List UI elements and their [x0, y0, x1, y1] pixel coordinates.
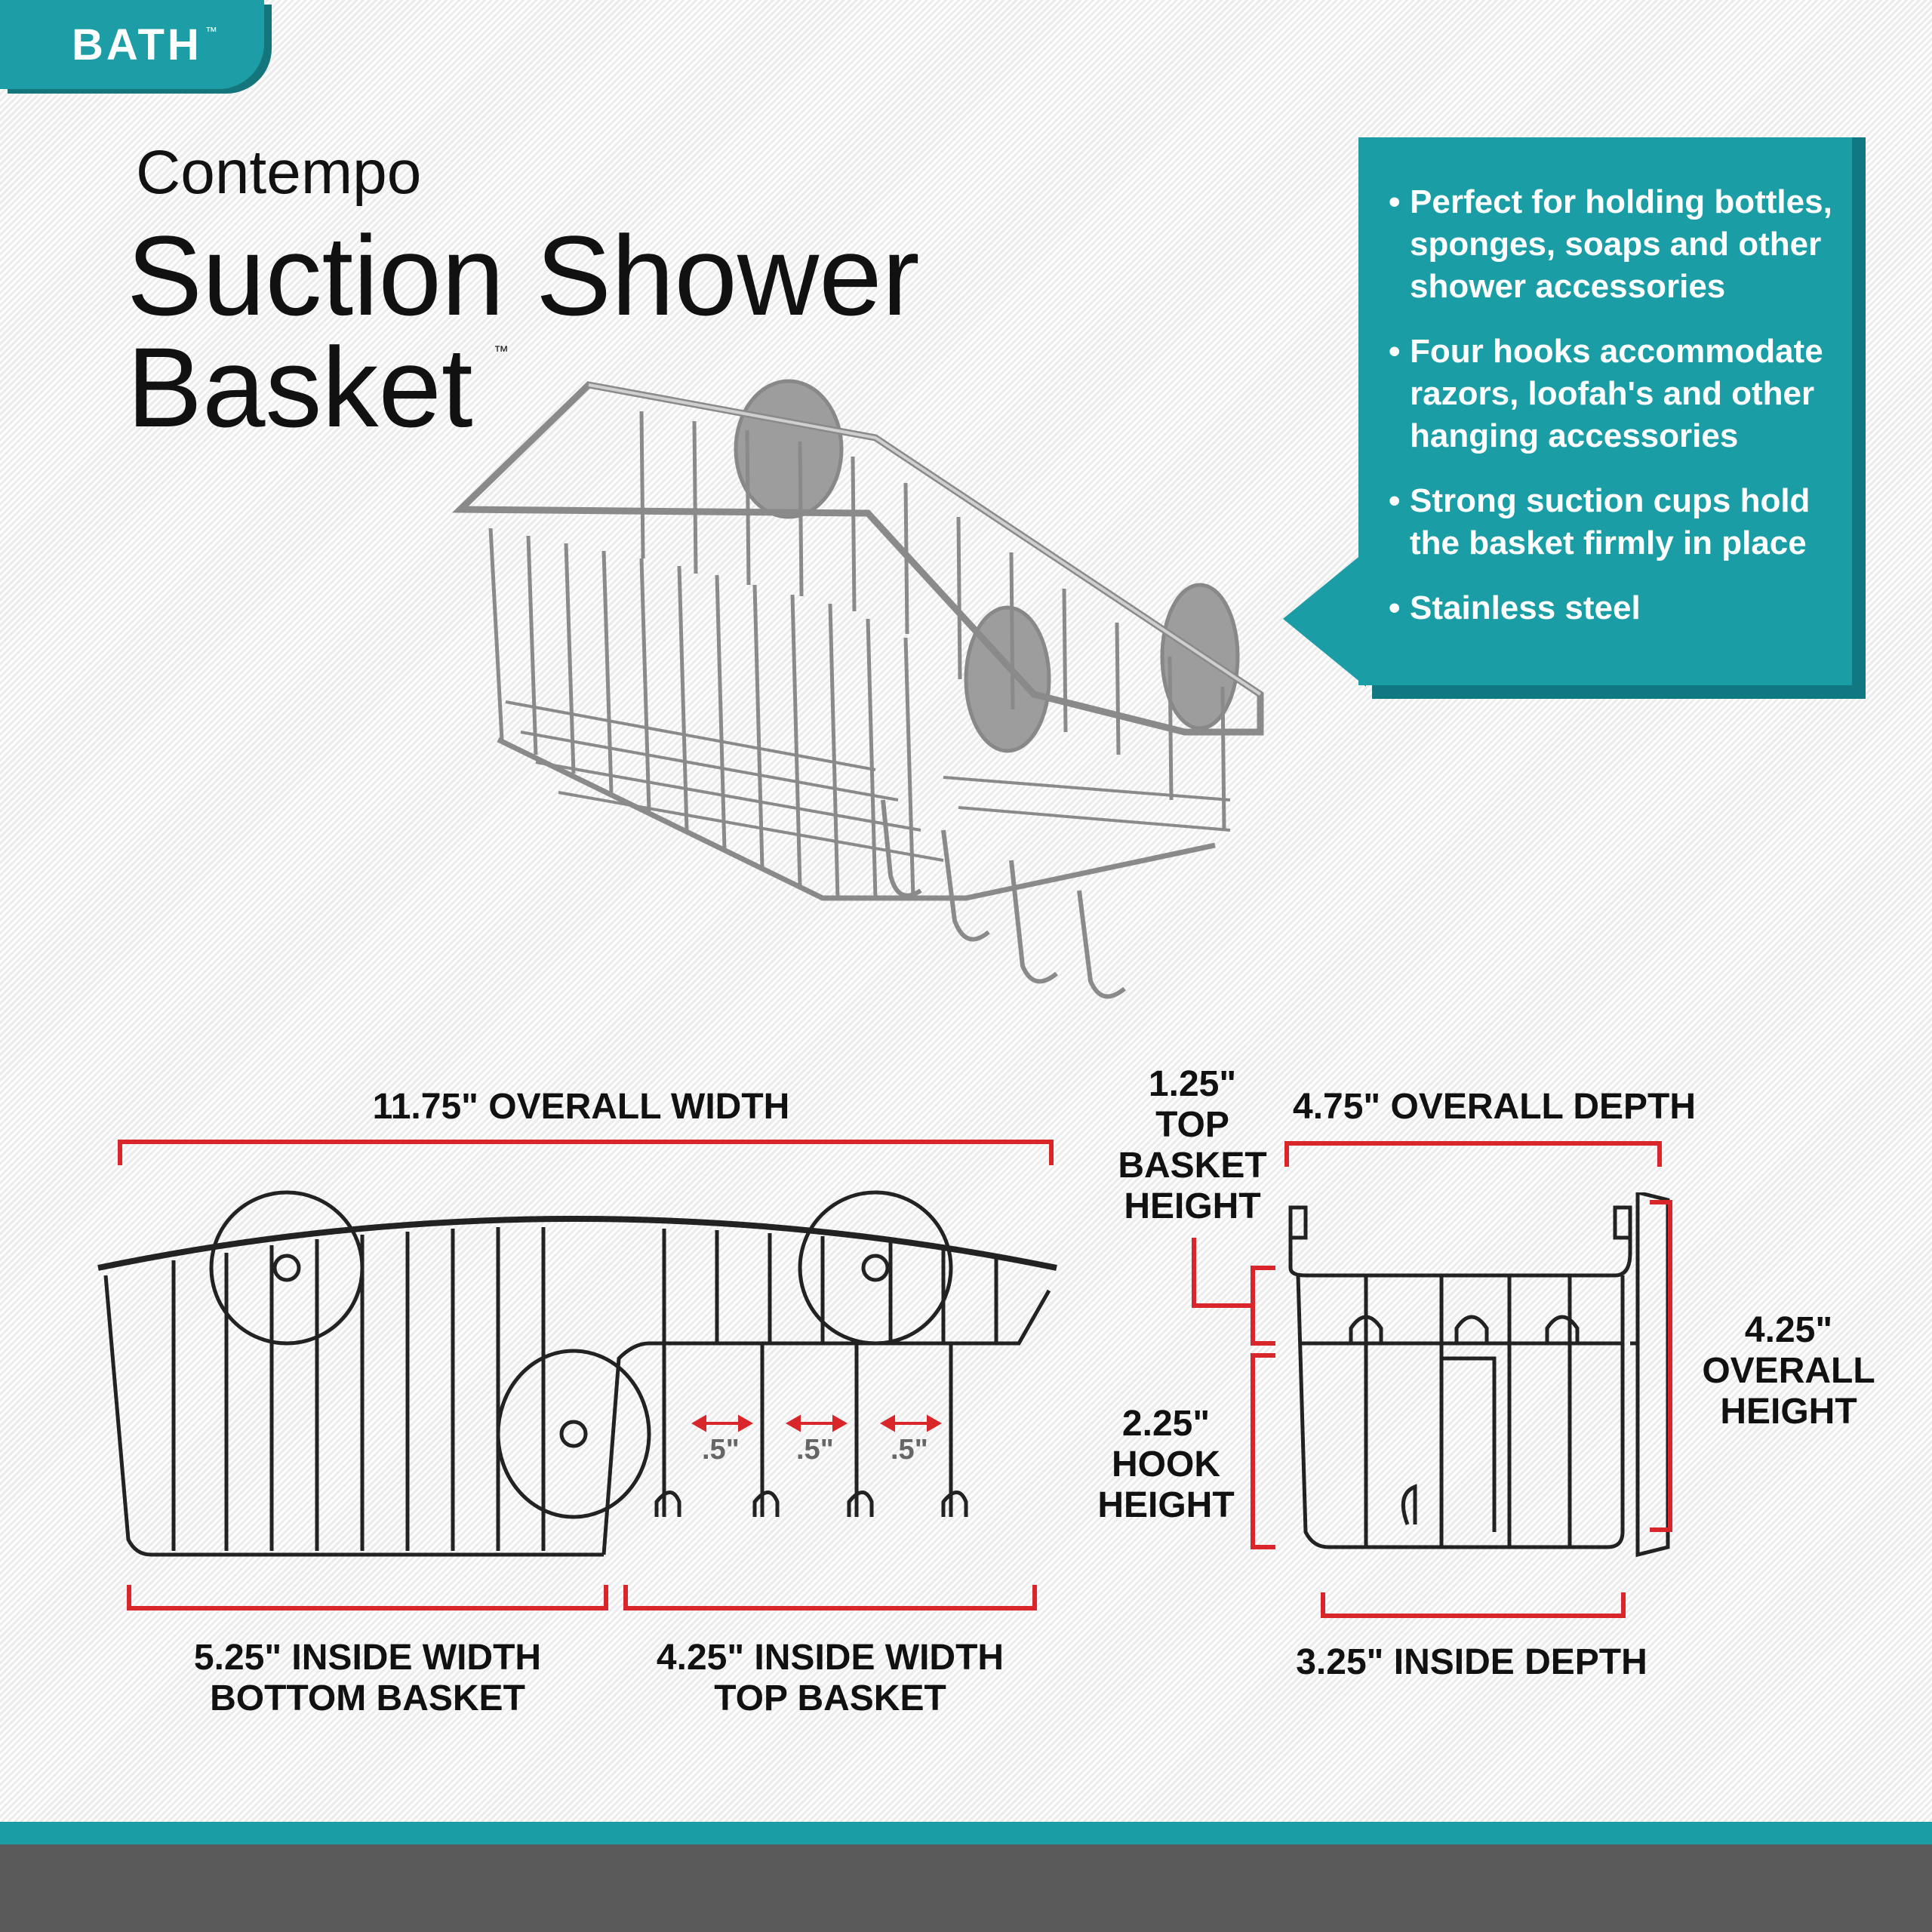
feature-item: Perfect for holding bottles, sponges, so…	[1389, 181, 1834, 308]
overall-height-label: 4.25" OVERALL HEIGHT	[1698, 1310, 1879, 1432]
hook-height-line2: HOOK	[1112, 1444, 1220, 1484]
overall-height-bracket	[1650, 1200, 1672, 1532]
footer-accent-bar	[0, 1822, 1932, 1844]
inside-depth-bracket	[1321, 1592, 1626, 1618]
category-badge-trademark: ™	[205, 26, 217, 38]
front-view-diagram	[97, 1190, 1057, 1557]
top-basket-height-line3: BASKET	[1118, 1146, 1267, 1186]
overall-width-bracket	[118, 1140, 1054, 1165]
inside-width-bottom-line2: BOTTOM BASKET	[210, 1678, 525, 1718]
feature-list: Perfect for holding bottles, sponges, so…	[1389, 181, 1834, 652]
product-title-line2: Basket	[127, 324, 473, 451]
hook-spacing-label: .5"	[702, 1434, 740, 1466]
suction-cup-icon	[734, 379, 844, 519]
hook-height-line3: HEIGHT	[1097, 1485, 1235, 1525]
product-illustration	[452, 379, 1264, 999]
inside-width-top-bracket	[623, 1585, 1037, 1611]
overall-depth-bracket	[1284, 1141, 1662, 1167]
top-basket-height-line2: TOP	[1155, 1105, 1229, 1145]
top-basket-height-line1: 1.25"	[1148, 1064, 1237, 1104]
top-basket-height-bracket	[1192, 1238, 1275, 1549]
footer-bar	[0, 1844, 1932, 1932]
hook-height-label: 2.25" HOOK HEIGHT	[1094, 1404, 1238, 1526]
hook-spacing-label: .5"	[796, 1434, 834, 1466]
overall-height-line1: 4.25"	[1744, 1310, 1833, 1350]
top-basket-height-line4: HEIGHT	[1124, 1186, 1261, 1226]
product-title-trademark: ™	[494, 343, 509, 360]
overall-width-label: 11.75" OVERALL WIDTH	[372, 1087, 790, 1127]
top-basket-height-label: 1.25" TOP BASKET HEIGHT	[1102, 1064, 1283, 1227]
inside-width-top-line2: TOP BASKET	[714, 1678, 946, 1718]
hook-spacing-label: .5"	[891, 1434, 928, 1466]
feature-item: Stainless steel	[1389, 587, 1834, 629]
inside-width-top-line1: 4.25" INSIDE WIDTH	[656, 1638, 1004, 1678]
feature-panel-pointer	[1283, 551, 1366, 687]
product-title-line1: Suction Shower	[127, 212, 920, 339]
feature-item: Four hooks accommodate razors, loofah's …	[1389, 331, 1834, 457]
brand-name: Contempo	[136, 138, 422, 207]
category-badge	[0, 0, 264, 89]
inside-width-bottom-line1: 5.25" INSIDE WIDTH	[193, 1638, 542, 1678]
feature-item: Strong suction cups hold the basket firm…	[1389, 480, 1834, 565]
overall-height-line2: OVERALL	[1702, 1351, 1875, 1391]
inside-width-bottom-label: 5.25" INSIDE WIDTH BOTTOM BASKET	[127, 1638, 608, 1719]
overall-depth-label: 4.75" OVERALL DEPTH	[1293, 1087, 1696, 1127]
inside-width-top-label: 4.25" INSIDE WIDTH TOP BASKET	[623, 1638, 1037, 1719]
inside-depth-label: 3.25" INSIDE DEPTH	[1296, 1642, 1647, 1682]
overall-height-line3: HEIGHT	[1720, 1392, 1857, 1432]
side-view-diagram	[1288, 1192, 1670, 1558]
inside-width-bottom-bracket	[127, 1585, 608, 1611]
hook-height-line1: 2.25"	[1121, 1404, 1211, 1444]
category-badge-label: BATH	[72, 20, 202, 69]
